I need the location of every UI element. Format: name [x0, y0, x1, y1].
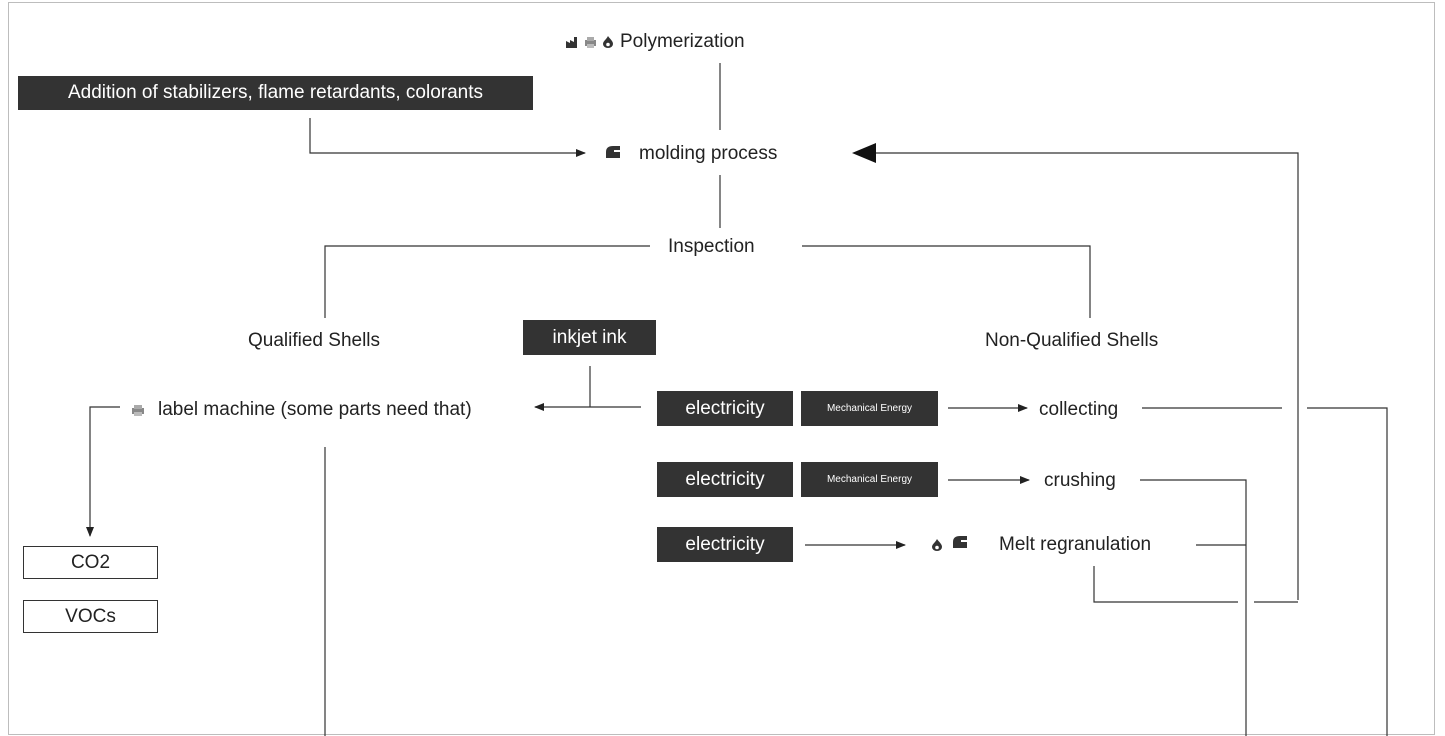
machine-icon: [606, 146, 620, 158]
input-electricity-2: electricity: [657, 462, 793, 497]
printer-icon: [584, 37, 597, 48]
node-qualified-shells: Qualified Shells: [248, 330, 381, 351]
flame-icon: [603, 36, 613, 48]
node-non-qualified-shells: Non-Qualified Shells: [985, 330, 1159, 351]
node-collecting: collecting: [1039, 399, 1119, 420]
node-polymerization: Polymerization: [620, 31, 745, 52]
node-label-machine: label machine (some parts need that): [158, 399, 472, 420]
input-electricity-3: electricity: [657, 527, 793, 562]
factory-icon: [566, 37, 579, 48]
output-co2: CO2: [23, 546, 158, 579]
output-vocs: VOCs: [23, 600, 158, 633]
node-melt-regranulation: Melt regranulation: [999, 534, 1152, 555]
node-crushing: crushing: [1044, 470, 1116, 491]
flame-icon: [932, 539, 942, 551]
node-inkjet-ink: inkjet ink: [523, 320, 656, 355]
diagram-frame: [8, 2, 1435, 735]
node-inspection: Inspection: [668, 236, 755, 257]
node-additives: Addition of stabilizers, flame retardant…: [18, 76, 533, 110]
input-mechanical-energy-1: Mechanical Energy: [801, 391, 938, 426]
input-mechanical-energy-2: Mechanical Energy: [801, 462, 938, 497]
node-molding: molding process: [639, 143, 778, 164]
input-electricity-1: electricity: [657, 391, 793, 426]
printer-icon: [131, 405, 145, 416]
machine-icon: [953, 536, 967, 548]
